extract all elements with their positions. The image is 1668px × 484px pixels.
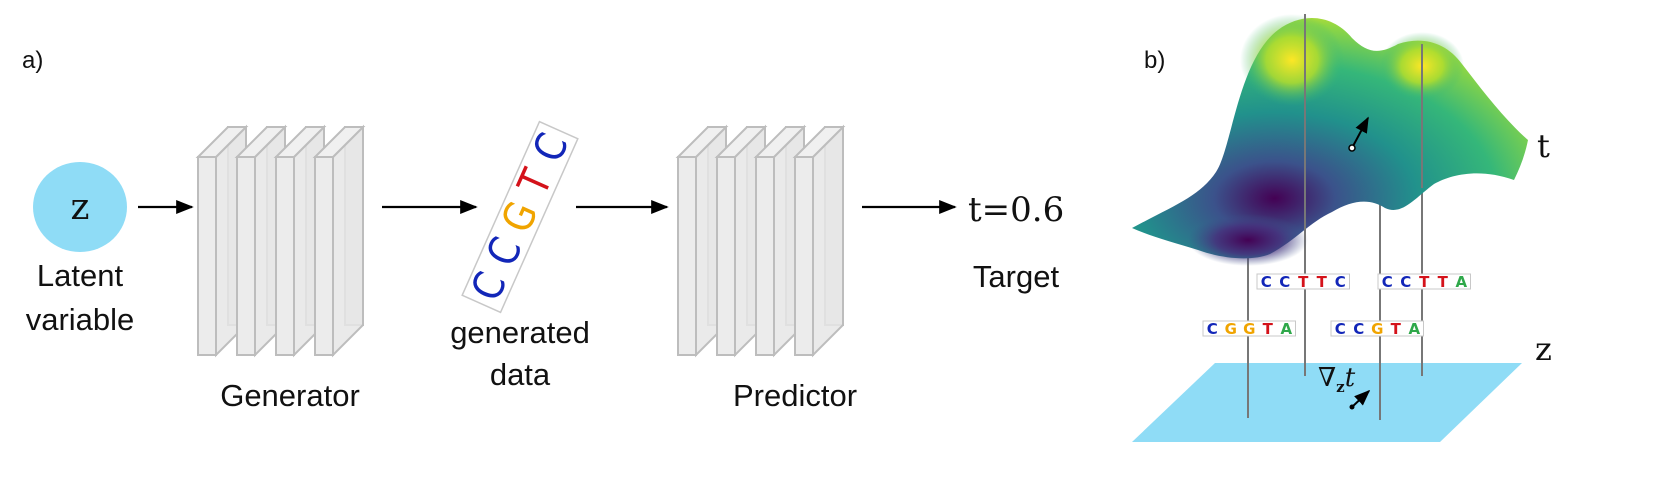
layer-front-face [275, 156, 295, 356]
surface-peak-left [1240, 14, 1344, 106]
layer-front-face [236, 156, 256, 356]
layer-front-face [677, 156, 697, 356]
layer-front-face [716, 156, 736, 356]
gradient-arrow-origin [1348, 144, 1356, 152]
panel-b-label: b) [1144, 47, 1165, 74]
target-label: Target [973, 259, 1060, 294]
surface-valley [1188, 214, 1308, 266]
sequence-base: G [1225, 320, 1237, 338]
sequence-base: A [1455, 273, 1467, 291]
panel-a-label: a) [22, 47, 43, 74]
sequence-base: C [1207, 320, 1218, 338]
sequence-strip [461, 120, 579, 314]
sequence-base: C [1261, 273, 1272, 291]
generator-label: Generator [220, 378, 360, 413]
sequence-base: A [1280, 320, 1292, 338]
layer-front-face [755, 156, 775, 356]
latent-label-line2: variable [26, 302, 135, 337]
sequence-base: C [1382, 273, 1393, 291]
sequence-box [1202, 320, 1296, 337]
gradient-arrow-line [1351, 116, 1369, 149]
sequence-base: T [1419, 273, 1430, 291]
sequence-base: T [1263, 320, 1274, 338]
plane-gradient-arrow [1349, 389, 1371, 410]
sequence-base: C [1279, 273, 1290, 291]
surface-gradient-arrow [1348, 116, 1369, 152]
layer-front-face [794, 156, 814, 356]
z-plane [1132, 363, 1522, 442]
target-surface [1132, 14, 1528, 266]
generator-network [195, 124, 366, 358]
gradient-nabla: ∇ [1318, 363, 1336, 393]
sequence-base: G [1243, 320, 1255, 338]
sequence-base: C [1400, 273, 1411, 291]
latent-variable-node: z [33, 162, 127, 252]
network-layer [312, 124, 366, 358]
network-layer [792, 124, 846, 358]
predictor-label: Predictor [733, 378, 857, 413]
predictor-network [675, 124, 846, 358]
sequence-base: C [1353, 320, 1364, 338]
sequence-base: T [1391, 320, 1402, 338]
latent-label-line1: Latent [37, 258, 124, 293]
plane-arrow-origin [1349, 404, 1355, 410]
gradient-label: ∇zt [1318, 363, 1356, 396]
generated-label-line1: generated [450, 315, 590, 350]
z-axis-label: z [1535, 330, 1552, 368]
target-value: t=0.6 [968, 190, 1064, 230]
sequence-base: T [1317, 273, 1328, 291]
sequence-base: T [1298, 273, 1309, 291]
sequence-base: C [1335, 320, 1346, 338]
plane-arrow-line [1351, 389, 1371, 408]
gradient-subscript: z [1336, 378, 1345, 396]
t-axis-label: t [1537, 127, 1550, 165]
generated-label-line2: data [490, 357, 551, 392]
latent-symbol: z [71, 187, 90, 228]
layer-side-face [812, 124, 844, 358]
sequence-base: A [1408, 320, 1420, 338]
layer-front-face [197, 156, 217, 356]
sequence-base: T [1438, 273, 1449, 291]
sequence-box [1330, 320, 1424, 337]
layer-front-face [314, 156, 334, 356]
sequence-base: G [1371, 320, 1383, 338]
latent-circle [33, 162, 127, 252]
layer-side-face [332, 124, 364, 358]
sequence-box [1377, 273, 1471, 290]
gradient-variable: t [1345, 363, 1356, 393]
sequence-box [1256, 273, 1350, 290]
sequence-base: C [1335, 273, 1346, 291]
